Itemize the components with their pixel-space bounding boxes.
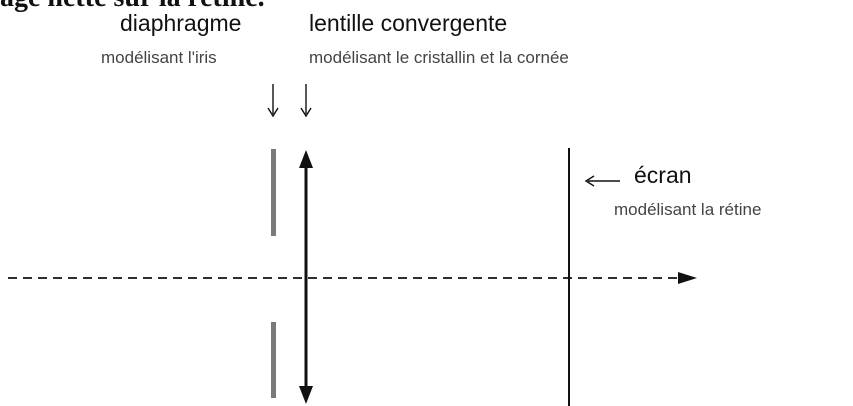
diaphragm-lower-bar: [271, 322, 276, 398]
lens-label: lentille convergente: [309, 10, 508, 36]
left-arrow-icon: [584, 175, 620, 187]
screen-label: écran: [634, 162, 692, 188]
down-arrow-icon: [267, 84, 279, 118]
double-arrow-icon: [299, 150, 313, 404]
cropped-caption-text: age nette sur la rétine.: [0, 0, 265, 14]
right-arrow-icon: [678, 272, 697, 284]
diaphragm-label: diaphragme: [120, 10, 242, 36]
screen-description: modélisant la rétine: [614, 200, 762, 219]
diaphragm-upper-bar: [271, 149, 276, 236]
lens-description: modélisant le cristallin et la cornée: [309, 48, 569, 67]
down-arrow-icon: [300, 84, 312, 118]
diaphragm-description: modélisant l'iris: [101, 48, 217, 67]
